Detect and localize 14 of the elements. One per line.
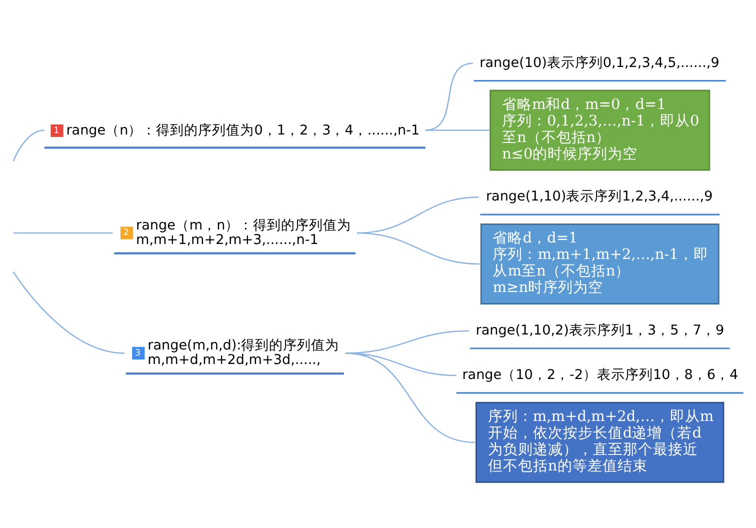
node-box: 省略m和d，m=0，d=1 序列：0,1,2,3,…,n-1，即从0至n（不包括n） n≤0的时候序列为空 xyxy=(490,90,710,171)
connector xyxy=(357,232,480,265)
connector xyxy=(14,232,113,234)
node-text: range(10)表示序列0,1,2,3,4,5,......,9 xyxy=(480,54,720,71)
node-box: 省略d，d=1 序列：m,m+1,m+2,…,n-1，即从m至n（不包括n） m≥n时序列为空 xyxy=(480,224,720,304)
node-text: range(1,10)表示序列1,2,3,4,......,9 xyxy=(486,188,713,205)
node-text: range(1,10,2)表示序列1，3，5，7，9 xyxy=(476,322,724,338)
connector xyxy=(425,130,490,131)
connector xyxy=(345,352,475,443)
connector xyxy=(12,130,44,162)
node-box: 序列：m,m+d,m+2d,…，即从m开始，依次按步长值d递增（若d为负则递减），直至那个最接近但不包括n的等差值结束 xyxy=(476,402,724,483)
node-text: range（10，2，-2）表示序列10，8，6，4 xyxy=(462,367,738,384)
node-label: range（m，n）：得到的序列值为 xyxy=(136,217,352,234)
connector xyxy=(12,271,124,354)
